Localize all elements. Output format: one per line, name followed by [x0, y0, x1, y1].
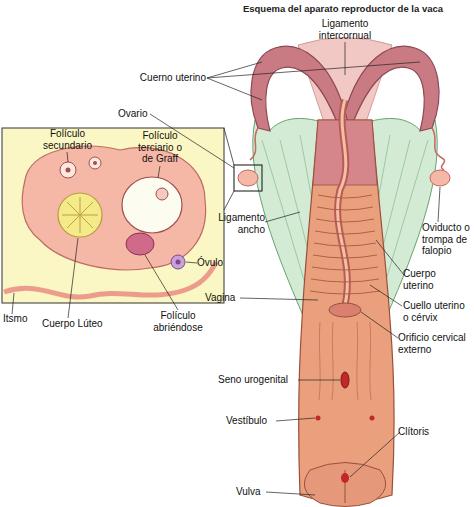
secondary-follicle — [60, 162, 76, 178]
part-label: Vagina — [205, 292, 245, 304]
ovum — [171, 255, 185, 269]
uterine-horn — [251, 46, 345, 131]
leader-line — [186, 262, 197, 263]
part-label: Vulva — [236, 486, 271, 498]
part-label: Itsmo — [3, 313, 35, 325]
part-label: Folículo abriéndose — [148, 310, 208, 333]
zoom-line — [224, 191, 234, 210]
part-label: Seno urogenital — [218, 374, 300, 386]
ovary-section — [22, 146, 205, 270]
leader-line — [438, 187, 440, 222]
part-label: Oviducto o trompa de falopio — [422, 222, 474, 257]
leader-line — [298, 380, 340, 381]
secondary-follicle — [89, 157, 101, 169]
cervical-canal — [338, 100, 348, 305]
follicle-oocyte — [66, 168, 71, 173]
corpus-luteum — [58, 193, 102, 237]
vestibular-gland — [370, 416, 375, 421]
vaginal-folds — [319, 322, 371, 400]
follicle-oocyte — [156, 188, 168, 200]
part-label: Folículo terciario o de Graff — [132, 130, 188, 165]
part-label: Folículo secundario — [40, 128, 95, 151]
part-label: Óvulo — [197, 257, 227, 269]
leader-line — [68, 238, 78, 318]
leader-line — [266, 492, 315, 495]
part-label: Cuello uterino o cérvix — [403, 300, 471, 323]
leader-line — [276, 418, 315, 421]
graafian-follicle — [122, 177, 182, 233]
ovum-nucleus — [176, 260, 181, 265]
part-label: Cuerpo uterino — [403, 268, 458, 291]
cervical-rings — [310, 195, 380, 294]
leader-line — [376, 240, 404, 275]
oviduct — [250, 128, 258, 160]
leader-line — [207, 62, 420, 78]
part-label: Cuerpo Lúteo — [42, 318, 114, 330]
leader-line — [240, 298, 318, 300]
leader-line — [265, 212, 300, 222]
part-label: Orificio cervical externo — [398, 332, 474, 355]
inset-box — [2, 128, 224, 303]
leader-line — [370, 285, 402, 306]
leader-line — [361, 312, 398, 338]
zoom-line — [224, 128, 234, 165]
leader-lines — [12, 42, 440, 495]
corpus-luteum-pattern — [62, 197, 98, 233]
oviduct — [432, 128, 445, 170]
part-label: Vestíbulo — [226, 415, 278, 427]
vestibular-gland — [316, 416, 321, 421]
ovary — [238, 170, 258, 186]
part-label: Cuerno uterino — [130, 72, 206, 84]
leader-line — [350, 432, 400, 477]
leader-line — [67, 152, 68, 162]
diagram-title: Esquema del aparato reproductor de la va… — [238, 3, 448, 14]
vulva — [304, 463, 385, 507]
leader-line — [158, 166, 160, 178]
part-label: Ovario — [118, 108, 158, 120]
external-os — [329, 303, 361, 317]
uterine-horn — [345, 46, 439, 131]
cervical-canal — [338, 100, 348, 305]
part-label: Ligamento ancho — [210, 212, 265, 235]
leader-line — [207, 78, 262, 100]
clitoris — [341, 473, 349, 483]
part-label: Ligamento intercornual — [314, 18, 376, 41]
leader-line — [345, 42, 346, 75]
follicle-oocyte — [93, 161, 97, 165]
zoom-frame — [234, 165, 262, 191]
part-label: Clítoris — [398, 426, 443, 438]
urogenital-opening — [341, 372, 349, 388]
leader-line — [12, 293, 14, 314]
ovary — [430, 170, 450, 186]
leader-line — [145, 255, 178, 310]
rupturing-follicle — [126, 233, 154, 255]
